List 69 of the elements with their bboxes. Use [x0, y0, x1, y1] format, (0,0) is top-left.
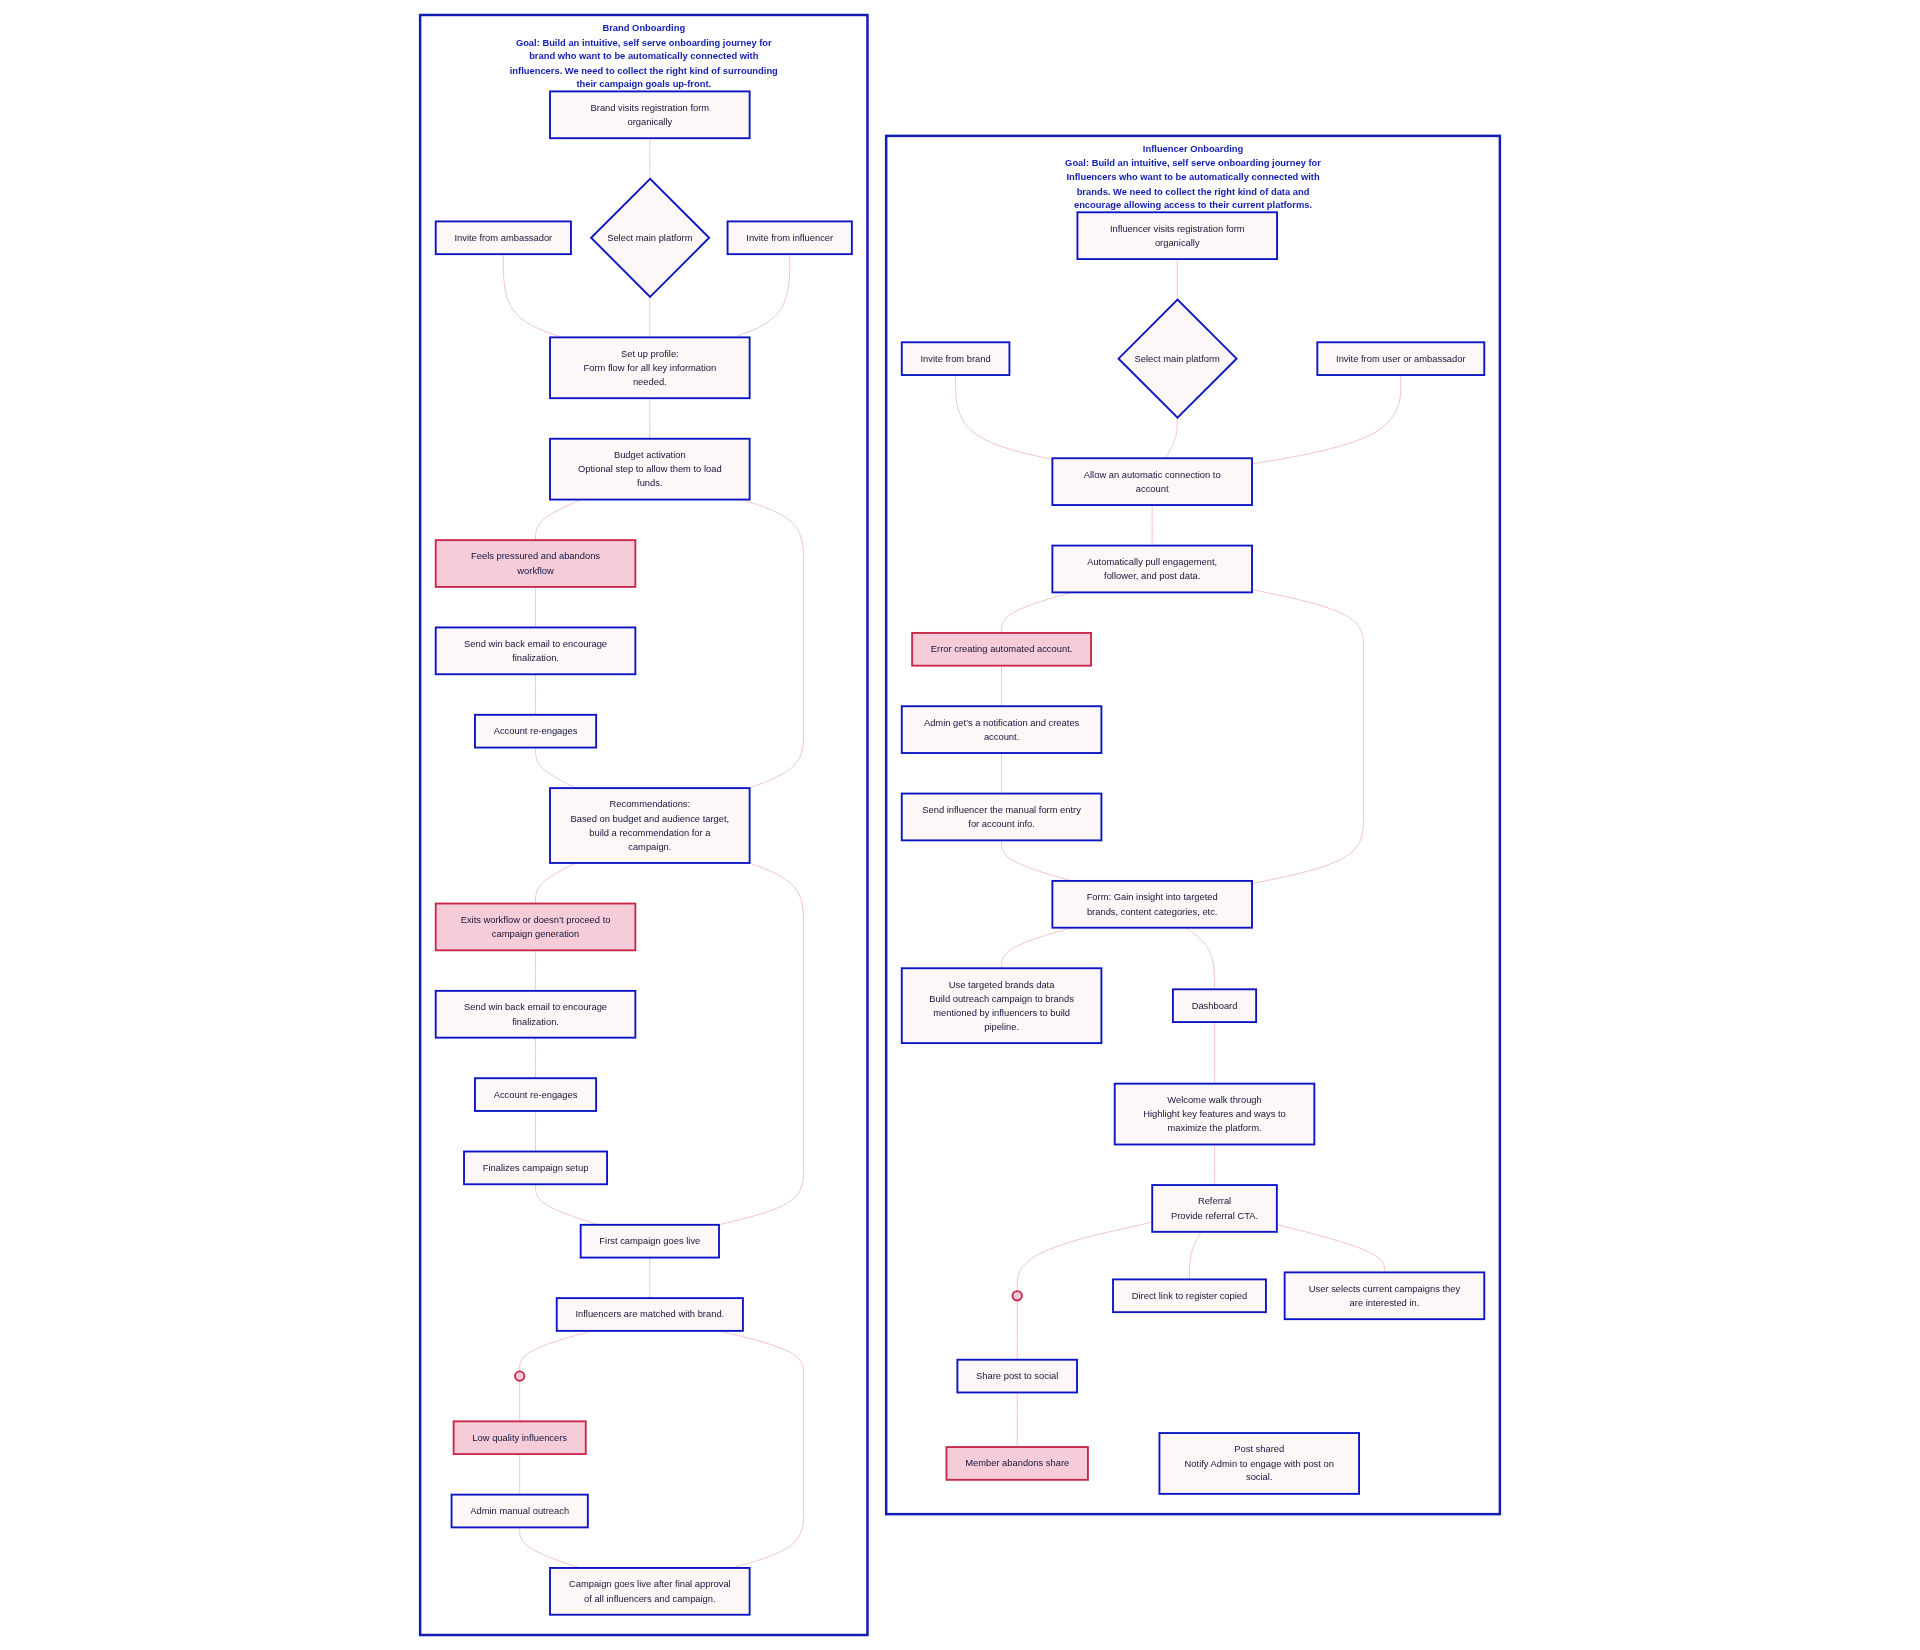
node-box: Invite from ambassador	[434, 220, 572, 256]
node-box: Use targeted brands data Build outreach campaign to brands mentioned by influencers to build pipeline.	[900, 967, 1103, 1045]
connector	[718, 862, 804, 1226]
connector	[535, 1037, 536, 1079]
connector	[535, 862, 576, 904]
node-box: Error creating automated account.	[911, 632, 1092, 667]
connector	[1251, 589, 1364, 884]
node-box: Member abandons share	[945, 1446, 1089, 1481]
node-box: Campaign goes live after final approval of all influencers and campaign.	[549, 1567, 751, 1616]
connector	[1016, 1221, 1153, 1292]
node-box: Budget activation Optional step to allow them to load funds.	[549, 437, 751, 501]
node-box: Brand visits registration form organically	[549, 90, 751, 140]
node-box: Account re-engages	[474, 1077, 598, 1112]
node-box: Automatically pull engagement, follower, and post data.	[1051, 544, 1253, 594]
connector	[1151, 504, 1153, 546]
connector	[1016, 1300, 1018, 1361]
connector	[535, 950, 536, 992]
node-box: Send win back email to encourage finalization.	[434, 989, 637, 1039]
node-box: Influencers are matched with brand.	[555, 1297, 744, 1332]
connector	[1001, 752, 1002, 794]
node-box: Share post to social	[956, 1358, 1078, 1394]
node-box: Admin manual outreach	[450, 1493, 589, 1529]
node-box: Allow an automatic connection to account	[1051, 457, 1253, 506]
connector	[649, 137, 651, 180]
node-box: Account re-engages	[474, 713, 598, 749]
connector	[1214, 1021, 1215, 1084]
node-box: Dashboard	[1172, 988, 1258, 1023]
node-box: Post shared Notify Admin to engage with post on social.	[1158, 1432, 1360, 1495]
node-diamond: Select main platform	[589, 177, 711, 299]
node-box: Send win back email to encourage finalization.	[434, 626, 637, 676]
connector	[1165, 417, 1178, 459]
node-box: Direct link to register copied	[1112, 1278, 1267, 1314]
node-box: Welcome walk through Highlight key features and ways to maximize the platform.	[1113, 1082, 1316, 1146]
node-box: Low quality influencers	[452, 1420, 587, 1456]
connector	[1176, 258, 1178, 300]
connector	[535, 586, 536, 628]
connector	[1189, 1231, 1202, 1280]
node-box: Exits workflow or doesn’t proceed to campaign generation	[434, 902, 637, 952]
connector	[955, 374, 1053, 460]
connector	[535, 1110, 536, 1152]
connector	[535, 747, 576, 789]
connector	[1001, 665, 1002, 707]
node-box: Invite from user or ambassador	[1316, 341, 1486, 376]
connector	[1185, 927, 1215, 990]
node-box: Referral Provide referral CTA.	[1151, 1184, 1278, 1233]
connector	[649, 397, 651, 440]
node-box: Send influencer the manual form entry for account info.	[900, 792, 1103, 842]
connector	[519, 1380, 520, 1422]
connector	[535, 673, 536, 716]
node-circle	[1011, 1290, 1023, 1302]
node-box: Invite from influencer	[726, 220, 853, 256]
node-box: User selects current campaigns they are interested in.	[1283, 1271, 1486, 1321]
connector	[1276, 1224, 1385, 1273]
node-box: Admin get’s a notification and creates account.	[900, 705, 1103, 754]
connector	[1214, 1144, 1215, 1186]
node-box: First campaign goes live	[579, 1223, 720, 1259]
connector	[649, 1257, 651, 1299]
node-diamond: Select main platform	[1117, 298, 1238, 419]
node-circle	[514, 1370, 526, 1382]
node-box: Influencer visits registration form organically	[1076, 211, 1278, 260]
connector	[1016, 1392, 1018, 1448]
connector	[649, 296, 651, 338]
node-box: Form: Gain insight into targeted brands, content categories, etc.	[1051, 879, 1253, 929]
node-box: Invite from brand	[900, 341, 1011, 376]
connector	[519, 1453, 520, 1495]
node-box: Recommendations: Based on budget and audience target, build a recommendation for a campaign.	[549, 787, 751, 864]
node-box: Set up profile: Form flow for all key information needed.	[549, 336, 751, 400]
node-box: Finalizes campaign setup	[463, 1150, 608, 1186]
node-box: Feels pressured and abandons workflow	[434, 539, 637, 588]
